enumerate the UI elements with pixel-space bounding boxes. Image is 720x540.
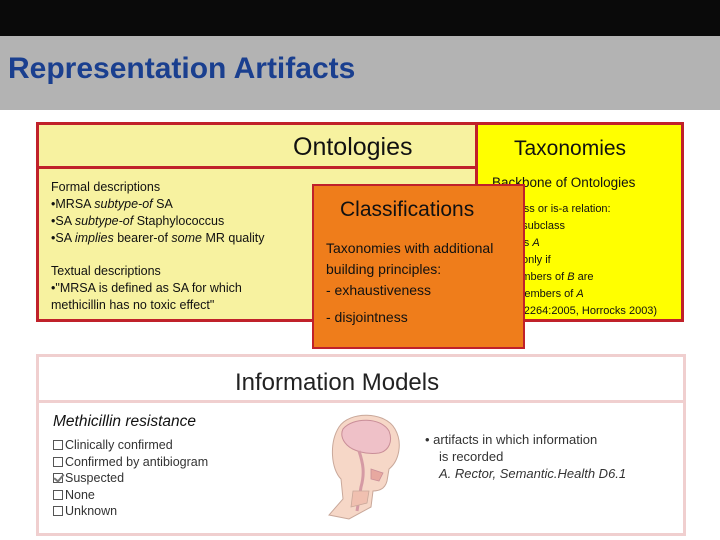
- top-bar: [0, 0, 720, 36]
- textual-descriptions: Textual descriptions •"MRSA is defined a…: [51, 263, 242, 314]
- checked-checkbox-icon[interactable]: [53, 473, 63, 484]
- taxonomies-backbone: Backbone of Ontologies: [492, 175, 636, 190]
- information-models-panel: Information Models Methicillin resistanc…: [36, 354, 686, 536]
- textual-heading: Textual descriptions: [51, 264, 161, 278]
- checkbox-icon[interactable]: [53, 440, 63, 451]
- classifications-body: Taxonomies with additional building prin…: [326, 240, 494, 325]
- option-confirmed-by-antibiogram[interactable]: Confirmed by antibiogram: [53, 454, 208, 471]
- option-clinically-confirmed[interactable]: Clinically confirmed: [53, 437, 208, 454]
- formal-heading: Formal descriptions: [51, 180, 161, 194]
- slide-title: Representation Artifacts: [8, 52, 356, 85]
- checkbox-icon[interactable]: [53, 456, 63, 467]
- checkbox-icon[interactable]: [53, 489, 63, 500]
- taxonomies-title: Taxonomies: [514, 137, 627, 160]
- formal-line-1: •MRSA subtype-of SA: [51, 197, 173, 211]
- formal-line-3: •SA implies bearer-of some MR quality: [51, 231, 265, 245]
- head-anatomy-icon: [328, 414, 400, 520]
- methicillin-options: Clinically confirmed Confirmed by antibi…: [53, 437, 208, 520]
- option-unknown[interactable]: Unknown: [53, 503, 208, 520]
- methicillin-title: Methicillin resistance: [53, 413, 196, 430]
- formal-line-2: •SA subtype-of Staphylococcus: [51, 214, 225, 228]
- ontologies-header: Ontologies: [39, 125, 475, 169]
- textual-line-2: methicillin has no toxic effect": [51, 298, 215, 312]
- ontologies-title: Ontologies: [293, 133, 413, 161]
- title-bar: [0, 36, 720, 110]
- option-suspected[interactable]: Suspected: [53, 470, 208, 487]
- reference: A. Rector, Semantic.Health D6.1: [439, 466, 627, 481]
- information-models-bullet: • artifacts in which information is reco…: [425, 432, 627, 481]
- option-none[interactable]: None: [53, 487, 208, 504]
- information-models-title: Information Models: [235, 369, 440, 396]
- checkbox-icon[interactable]: [53, 506, 63, 517]
- formal-descriptions: Formal descriptions •MRSA subtype-of SA …: [51, 179, 265, 247]
- classifications-title: Classifications: [340, 198, 475, 221]
- textual-line-1: •"MRSA is defined as SA for which: [51, 281, 242, 295]
- information-models-header: Information Models: [39, 357, 683, 403]
- classifications-panel: Classifications Taxonomies with addition…: [312, 184, 525, 349]
